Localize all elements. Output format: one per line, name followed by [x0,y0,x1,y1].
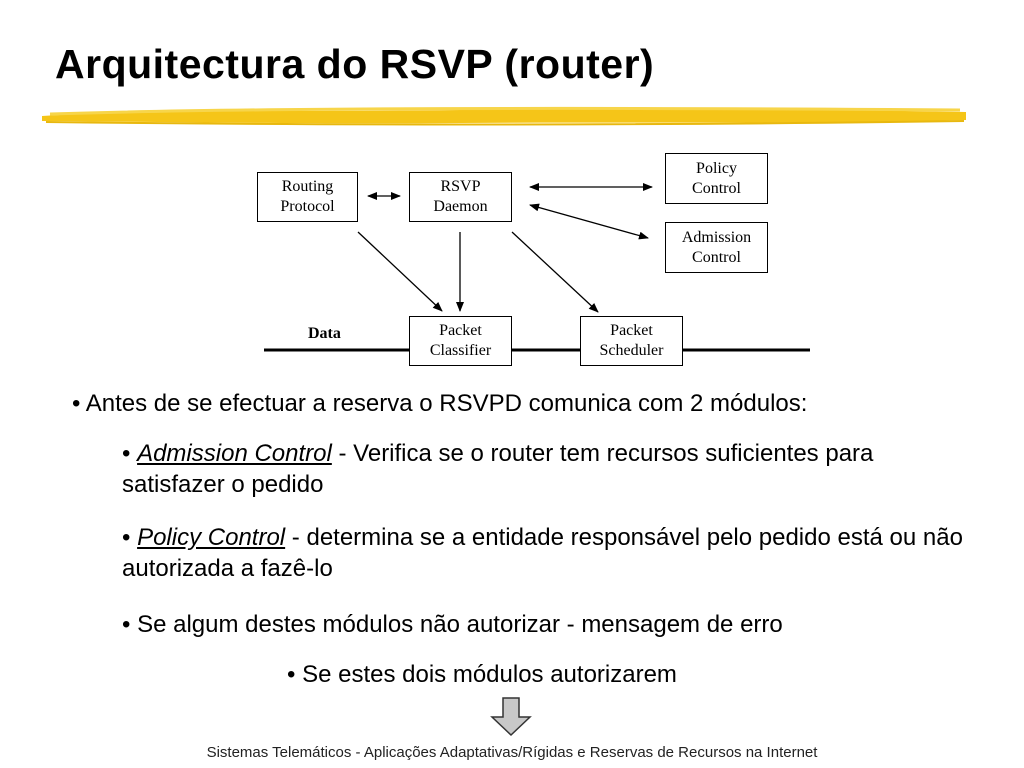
packet-scheduler-box: Packet Scheduler [580,316,683,366]
packet-classifier-box: Packet Classifier [409,316,512,366]
arrow-routing-classifier [357,231,443,312]
bullet-error-message: • Se algum destes módulos não autorizar … [122,611,783,638]
arrow-rsvp-admission [529,203,649,240]
policy-control-term: Policy Control [137,524,286,551]
title-highlight-stroke [42,106,966,126]
admission-control-term: Admission Control [137,440,332,467]
arrow-rsvp-scheduler [511,231,599,313]
bullet-policy-control: • Policy Control - determina se a entida… [122,524,963,582]
bullet-authorize: • Se estes dois módulos autorizarem [287,661,677,688]
data-label: Data [308,325,341,342]
bullet-1: • Antes de se efectuar a reserva o RSVPD… [72,390,808,417]
down-arrow-icon [490,697,532,737]
policy-control-box: Policy Control [665,153,768,204]
bullet-admission-control: • Admission Control - Verifica se o rout… [122,440,874,498]
slide-title: Arquitectura do RSVP (router) [55,41,655,87]
footer-text: Sistemas Telemáticos - Aplicações Adapta… [206,744,818,761]
rsvp-daemon-box: RSVP Daemon [409,172,512,222]
routing-protocol-box: Routing Protocol [257,172,358,222]
admission-control-box: Admission Control [665,222,768,273]
